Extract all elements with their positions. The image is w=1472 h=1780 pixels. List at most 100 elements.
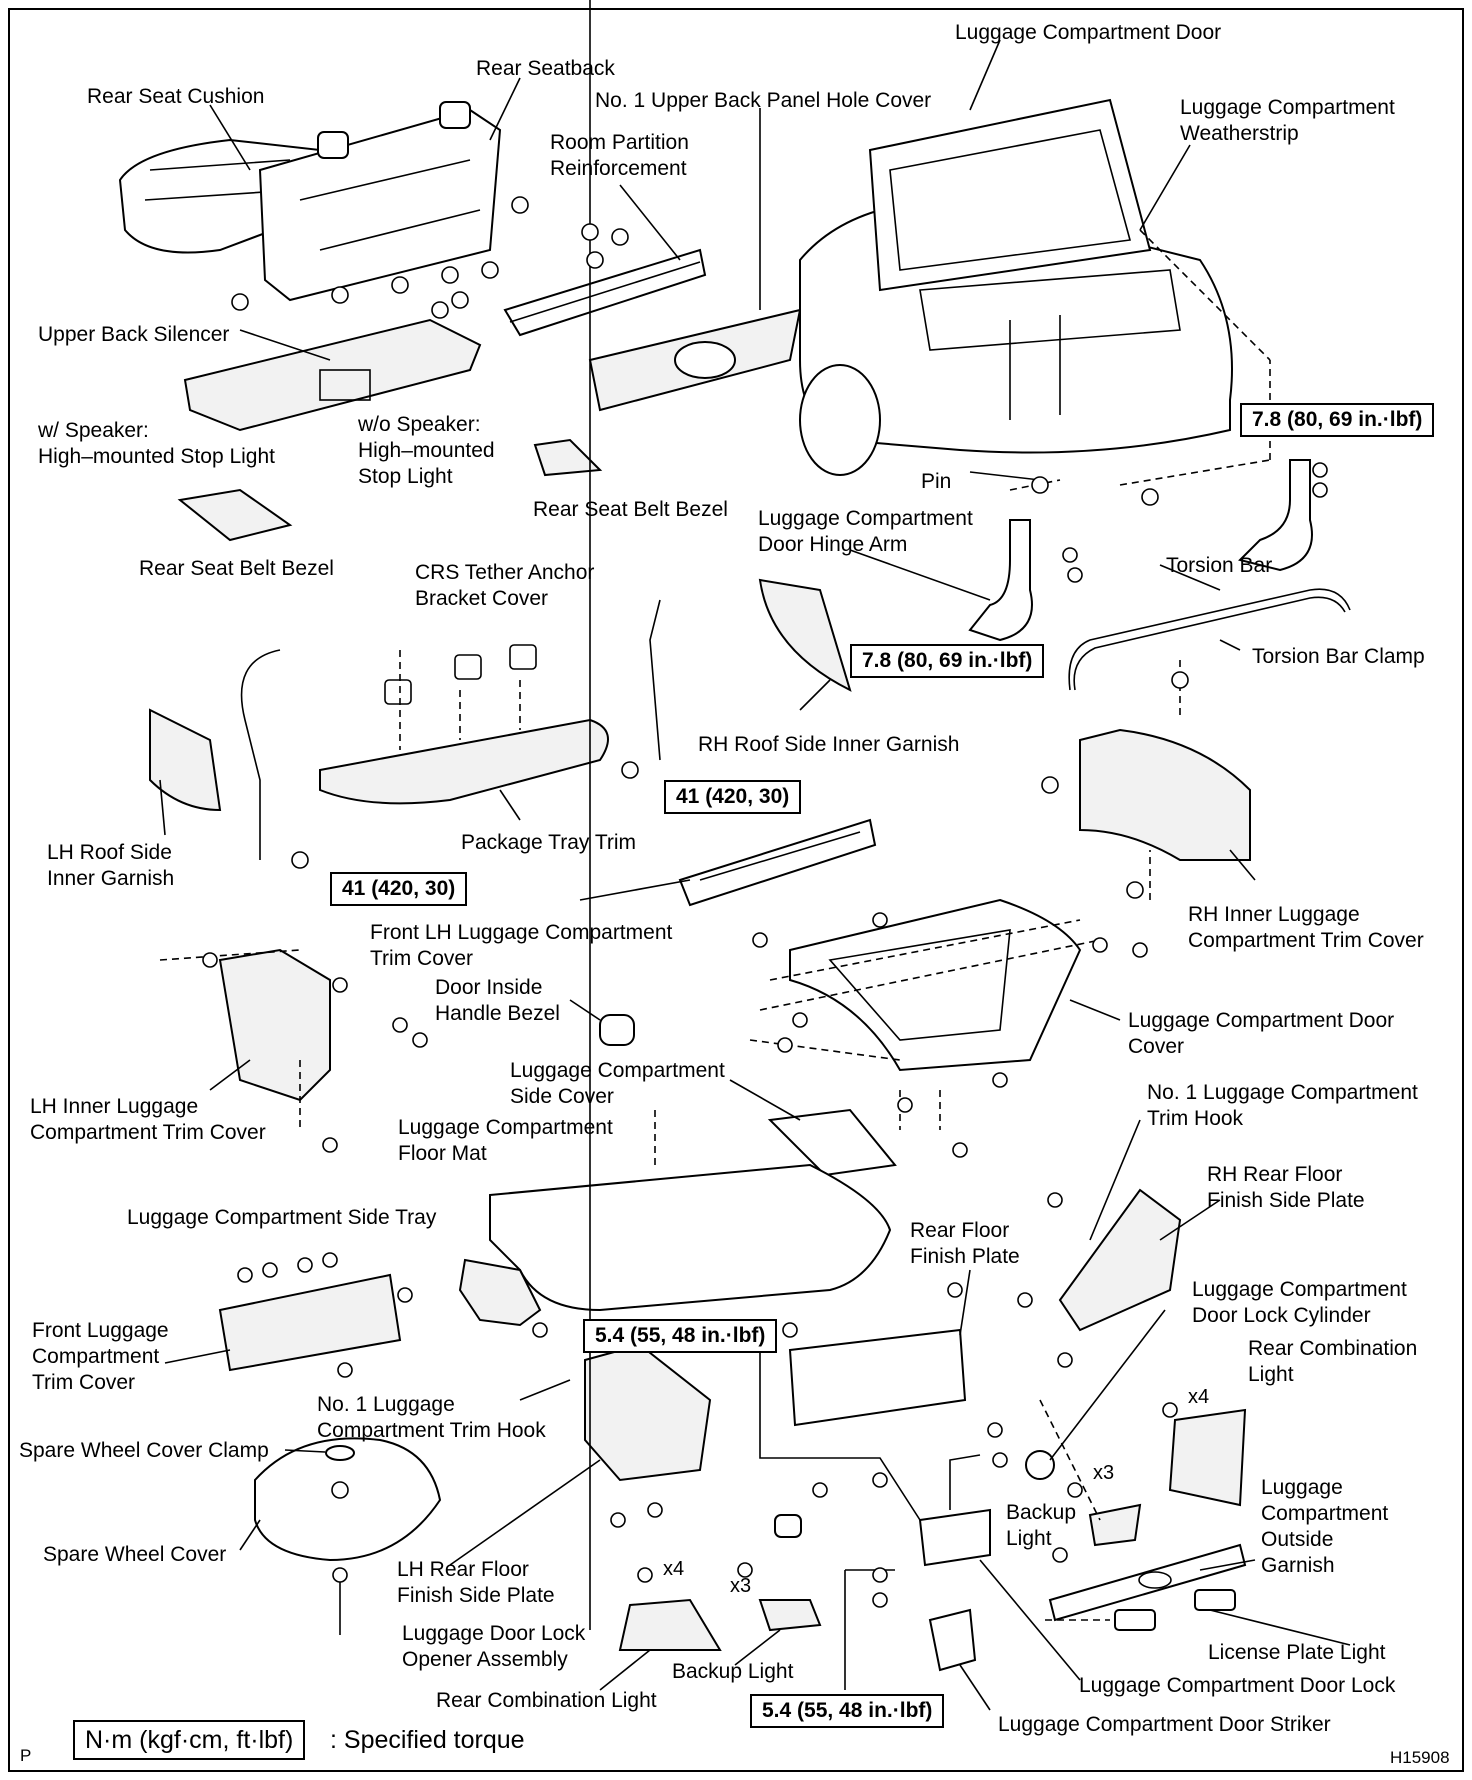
rh-inner-trim-cover-part: [1079, 728, 1251, 861]
rear-seatback-part: [258, 101, 502, 302]
qty-combo-light-right: x4: [1188, 1386, 1210, 1408]
label-torsion-bar-clamp: Torsion Bar Clamp: [1252, 645, 1425, 668]
label-stop-light-without-speaker: w/o Speaker: High–mounted Stop Light: [358, 413, 495, 488]
stop-light-with-speaker-part: [177, 488, 293, 542]
lh-roof-garnish-part: [149, 708, 222, 812]
label-outside-garnish: Luggage Compartment Outside Garnish: [1261, 1476, 1389, 1577]
corner-mark: P: [20, 1746, 32, 1765]
torsion-bar-part: [1068, 588, 1351, 691]
label-crs-tether-cover: CRS Tether Anchor Bracket Cover: [415, 561, 595, 610]
front-lh-trim-cover-part: [678, 818, 877, 907]
side-tray-part: [458, 1258, 542, 1327]
torque-hinge-lower: 7.8 (80, 69 in.·lbf): [850, 644, 1045, 678]
label-pin: Pin: [921, 470, 952, 493]
label-weatherstrip: Luggage Compartment Weatherstrip: [1180, 96, 1395, 145]
label-door-striker: Luggage Compartment Door Striker: [998, 1713, 1331, 1736]
rear-floor-finish-plate-part: [788, 1328, 967, 1427]
label-torsion-bar: Torsion Bar: [1166, 554, 1273, 577]
torque-lock: 5.4 (55, 48 in.·lbf): [750, 1694, 945, 1728]
door-inside-handle-bezel-part: [599, 1014, 635, 1046]
label-front-trim-cover: Front Luggage Compartment Trim Cover: [32, 1319, 169, 1394]
label-door-lock: Luggage Compartment Door Lock: [1079, 1674, 1396, 1697]
floor-mat-part: [489, 1163, 892, 1312]
label-upper-back-panel-hole-cover: No. 1 Upper Back Panel Hole Cover: [595, 89, 932, 112]
seat-belt-left: [240, 649, 281, 860]
label-rear-seatback: Rear Seatback: [476, 57, 615, 80]
label-lh-inner-trim-cover: LH Inner Luggage Compartment Trim Cover: [30, 1095, 266, 1144]
door-lock-part: [918, 1508, 991, 1567]
spare-wheel-cover-clamp-part: [325, 1445, 355, 1461]
label-spare-wheel-cover-clamp: Spare Wheel Cover Clamp: [19, 1439, 269, 1462]
spare-wheel-cover-part: [254, 1437, 442, 1562]
label-rh-rear-floor-finish-side-plate: RH Rear Floor Finish Side Plate: [1207, 1163, 1365, 1212]
torque-belt-left: 41 (420, 30): [330, 872, 468, 906]
backup-light-right-part: [1088, 1503, 1142, 1547]
qty-backup-light-right: x3: [1093, 1462, 1115, 1484]
lh-inner-trim-cover-part: [218, 948, 331, 1102]
label-stop-light-with-speaker: w/ Speaker: High–mounted Stop Light: [38, 419, 275, 468]
label-door-cover: Luggage Compartment Door Cover: [1128, 1009, 1395, 1058]
label-floor-mat: Luggage Compartment Floor Mat: [398, 1116, 613, 1165]
torque-bracket-lines: [759, 1330, 921, 1690]
backup-light-left-part: [758, 1599, 822, 1632]
diagram-frame: [8, 8, 1464, 1772]
label-rear-seat-belt-bezel-left: Rear Seat Belt Bezel: [139, 557, 334, 580]
stop-light-without-speaker-part: [533, 438, 603, 477]
lock-cylinder-part: [1025, 1450, 1055, 1480]
label-spare-wheel-cover: Spare Wheel Cover: [43, 1543, 227, 1566]
label-backup-light-left: Backup Light: [672, 1660, 794, 1683]
label-package-tray-trim: Package Tray Trim: [461, 831, 637, 854]
door-cover-part: [789, 898, 1082, 1072]
label-rear-seat-cushion: Rear Seat Cushion: [87, 85, 265, 108]
license-plate-light-part-2: [1194, 1589, 1236, 1611]
label-rh-inner-trim-cover: RH Inner Luggage Compartment Trim Cover: [1188, 903, 1424, 952]
label-door-inside-handle-bezel: Door Inside Handle Bezel: [435, 976, 560, 1025]
rear-combination-light-left-part: [618, 1598, 722, 1651]
label-rear-combination-light-left: Rear Combination Light: [436, 1689, 657, 1712]
hole-cover-part: [588, 308, 802, 412]
label-side-cover: Luggage Compartment Side Cover: [510, 1059, 725, 1108]
label-door-lock-cylinder: Luggage Compartment Door Lock Cylinder: [1192, 1278, 1407, 1327]
torque-side-plate: 5.4 (55, 48 in.·lbf): [583, 1319, 778, 1353]
legend-unit-box: N·m (kgf·cm, ft·lbf): [73, 1720, 306, 1760]
qty-combo-light-left: x4: [663, 1558, 685, 1580]
hinge-arm-right-part: [1238, 459, 1313, 572]
label-luggage-compartment-door: Luggage Compartment Door: [955, 21, 1222, 44]
torque-belt-right: 41 (420, 30): [664, 780, 802, 814]
hinge-arm-left-part: [968, 519, 1033, 642]
door-striker-part: [928, 1608, 977, 1672]
torque-hinge-upper: 7.8 (80, 69 in.·lbf): [1240, 403, 1435, 437]
label-luggage-door-lock-opener: Luggage Door Lock Opener Assembly: [402, 1622, 586, 1671]
label-rh-roof-garnish: RH Roof Side Inner Garnish: [698, 733, 960, 756]
qty-backup-light-left: x3: [730, 1575, 752, 1597]
leader-lines: [159, 0, 1351, 1711]
car-body-part: [799, 98, 1233, 476]
package-tray-trim-part: [319, 644, 609, 805]
label-rear-combination-light-right: Rear Combination Light: [1248, 1337, 1418, 1386]
lh-side-plate-part: [584, 1343, 712, 1482]
side-cover-part: [767, 1108, 897, 1177]
label-rear-floor-finish-plate: Rear Floor Finish Plate: [910, 1219, 1020, 1268]
room-partition-reinforcement-part: [503, 248, 707, 337]
alignment-lines: [159, 229, 1271, 1621]
rh-roof-garnish-part: [758, 578, 852, 692]
label-upper-back-silencer: Upper Back Silencer: [38, 323, 230, 346]
label-trim-hook-right: No. 1 Luggage Compartment Trim Hook: [1147, 1081, 1418, 1130]
label-trim-hook-left: No. 1 Luggage Compartment Trim Hook: [317, 1393, 546, 1442]
fasteners: [202, 196, 1328, 1608]
license-plate-light-part-1: [1114, 1609, 1156, 1631]
seat-belt-right: [649, 599, 661, 761]
door-lock-opener-part: [774, 1514, 802, 1538]
rear-combination-light-right-part: [1168, 1408, 1247, 1507]
label-lh-roof-garnish: LH Roof Side Inner Garnish: [47, 841, 175, 890]
front-trim-cover-part: [218, 1273, 402, 1372]
label-room-partition-reinforcement: Room Partition Reinforcement: [550, 131, 689, 180]
label-front-lh-trim-cover: Front LH Luggage Compartment Trim Cover: [370, 921, 673, 970]
legend-text: : Specified torque: [330, 1726, 525, 1754]
label-rear-seat-belt-bezel-right: Rear Seat Belt Bezel: [533, 498, 728, 521]
upper-back-silencer-part: [183, 318, 482, 432]
label-license-plate-light: License Plate Light: [1208, 1641, 1386, 1664]
label-backup-light-right: Backup Light: [1006, 1501, 1077, 1550]
outside-garnish-part: [1048, 1543, 1247, 1622]
